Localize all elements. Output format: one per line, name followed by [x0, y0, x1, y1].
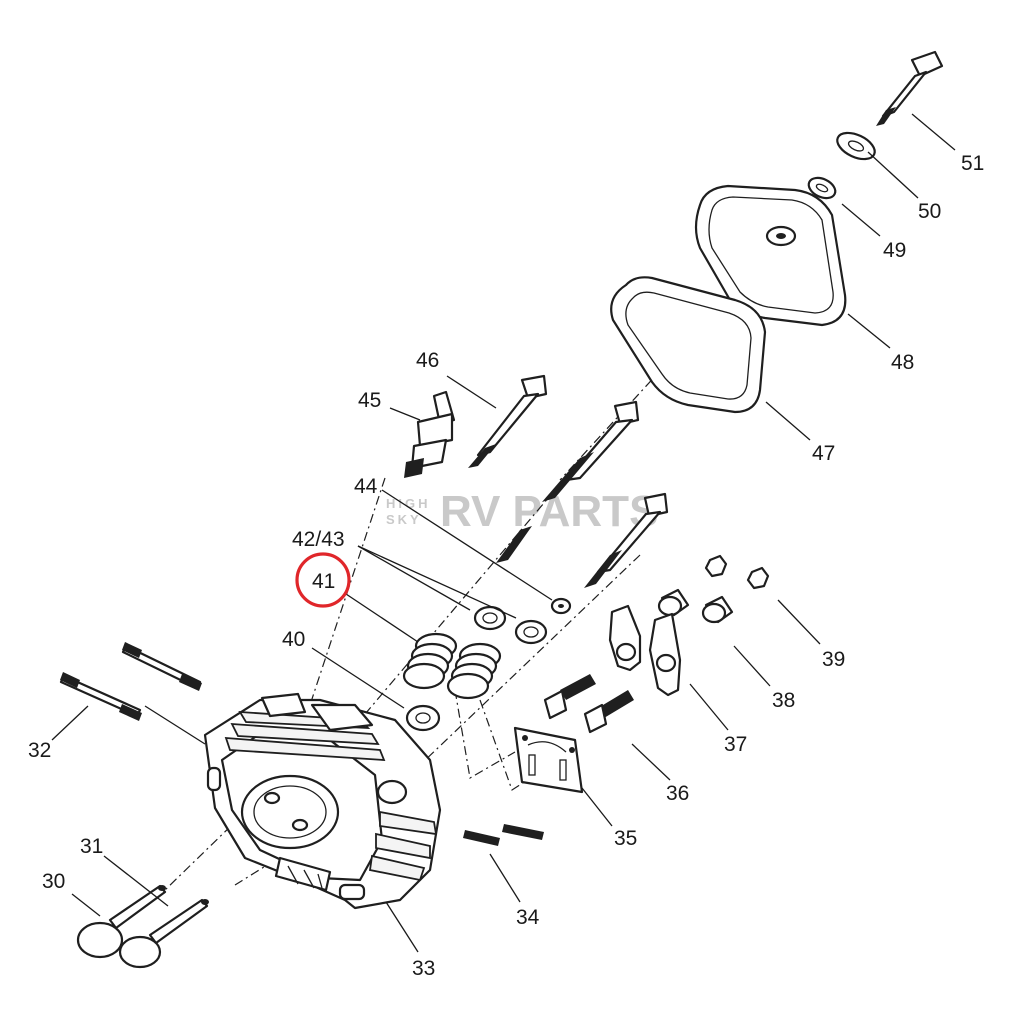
callout-50: 50	[918, 200, 941, 223]
valve-cover-48	[694, 184, 847, 327]
callout-39: 39	[822, 648, 845, 671]
nuts-39	[704, 554, 770, 590]
callout-47: 47	[812, 442, 835, 465]
spring-retainers-42-43	[473, 605, 548, 645]
callout-30: 30	[42, 870, 65, 893]
highlight-circle	[295, 552, 351, 608]
valve-springs-41	[402, 632, 502, 700]
pivots-38	[657, 588, 734, 624]
leader-lines	[51, 113, 956, 953]
callout-35: 35	[614, 827, 637, 850]
callout-36: 36	[666, 782, 689, 805]
seal-washer-40	[405, 704, 441, 732]
spark-plug-45	[404, 390, 456, 478]
callout-34: 34	[516, 906, 540, 929]
callout-46: 46	[416, 349, 439, 372]
valves-30-31	[76, 884, 209, 969]
retainer-44	[550, 597, 572, 615]
long-studs-32	[59, 642, 202, 721]
callout-37: 37	[724, 733, 747, 756]
callout-38: 38	[772, 689, 795, 712]
callout-32: 32	[28, 739, 51, 762]
bolt-51	[876, 50, 944, 126]
callout-51: 51	[961, 152, 984, 175]
watermark: HIGH SKY RV PARTS	[386, 487, 658, 536]
callout-48: 48	[891, 351, 914, 374]
cylinder-head-33	[203, 692, 442, 910]
rocker-studs-36	[543, 674, 634, 734]
callout-41: 41	[312, 570, 335, 593]
guide-plate-35	[513, 726, 584, 794]
watermark-line2: SKY	[386, 512, 422, 527]
grommet-49	[807, 176, 837, 200]
gasket-47	[610, 276, 767, 414]
rocker-arms-37	[608, 604, 682, 697]
callout-33: 33	[412, 957, 435, 980]
watermark-line1: HIGH	[386, 496, 431, 511]
callout-42-43: 42/43	[292, 528, 345, 551]
washer-50	[836, 131, 876, 161]
callout-40: 40	[282, 628, 305, 651]
callout-labels: 51 50 49 48 47 46 45 44 42/43 41 40 39 3…	[28, 152, 984, 980]
bolts-46	[468, 374, 669, 588]
studs-34	[463, 824, 544, 846]
callout-31: 31	[80, 835, 103, 858]
callout-44: 44	[354, 475, 378, 498]
callout-49: 49	[883, 239, 906, 262]
callout-45: 45	[358, 389, 381, 412]
